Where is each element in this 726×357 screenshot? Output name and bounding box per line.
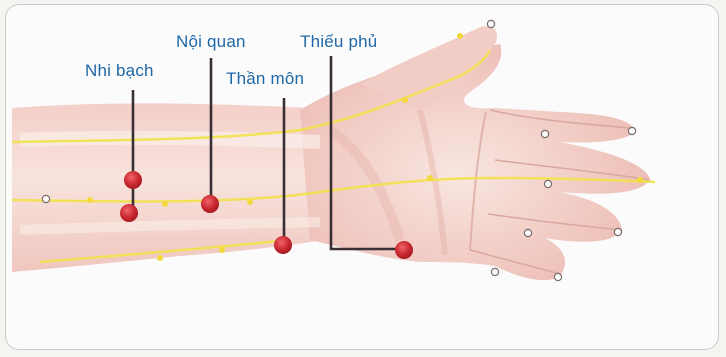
label-nhi-bach: Nhi bạch	[85, 61, 154, 81]
minor-point	[554, 273, 561, 280]
acupoint-noi-quan	[201, 195, 219, 213]
acupoint-than-mon	[274, 236, 292, 254]
minor-point	[614, 228, 621, 235]
minor-point	[524, 229, 531, 236]
minor-point	[487, 20, 494, 27]
minor-point	[541, 130, 548, 137]
acupoint-thieu-phu	[395, 241, 413, 259]
acupoint-nhi-bach-upper	[124, 171, 142, 189]
minor-point	[544, 180, 551, 187]
label-thieu-phu: Thiếu phủ	[300, 32, 377, 52]
label-than-mon: Thần môn	[226, 69, 304, 89]
acupoint-nhi-bach-lower	[120, 204, 138, 222]
minor-point	[491, 268, 498, 275]
label-noi-quan: Nội quan	[176, 32, 246, 52]
minor-point	[42, 195, 49, 202]
minor-point	[628, 127, 635, 134]
